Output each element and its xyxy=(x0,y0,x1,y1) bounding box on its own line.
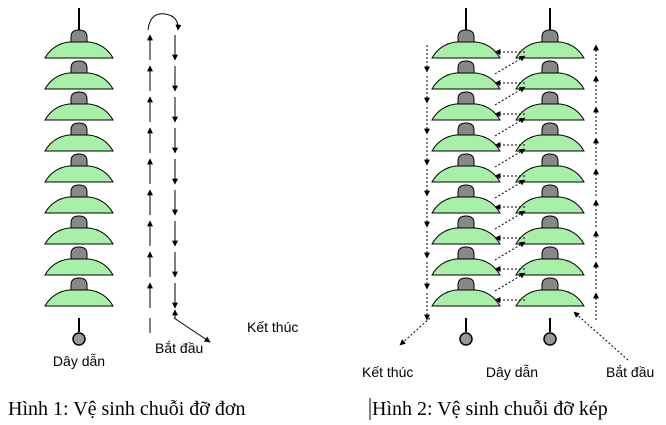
insulator-skirt xyxy=(44,41,114,59)
insulator-skirt xyxy=(515,258,585,276)
diagonal-up-arrow xyxy=(494,210,526,230)
insulator-skirt xyxy=(44,289,114,307)
insulator-disc-8 xyxy=(44,246,114,276)
insulator-skirt xyxy=(44,227,114,245)
insulator-skirt xyxy=(515,227,585,245)
insulator-disc-9 xyxy=(431,277,501,307)
insulator-skirt xyxy=(431,134,501,152)
conductor-clamp xyxy=(72,332,86,346)
insulator-disc-2 xyxy=(431,60,501,90)
insulator-disc-7 xyxy=(44,215,114,245)
figure-1-single-string: Kết thúc Bắt đầu Dây dẫn Hình 1: Vệ sinh… xyxy=(8,8,298,420)
insulator-skirt xyxy=(44,103,114,121)
insulator-skirt xyxy=(44,258,114,276)
insulator-disc-8 xyxy=(515,246,585,276)
insulator-disc-5 xyxy=(431,153,501,183)
insulator-string-left xyxy=(431,8,501,346)
insulator-skirt xyxy=(431,196,501,214)
insulator-disc-2 xyxy=(515,60,585,90)
end-pointer-arrow xyxy=(173,317,211,343)
insulator-disc-9 xyxy=(515,277,585,307)
diagonal-up-arrow xyxy=(494,86,526,106)
figure-1-end-label: Kết thúc xyxy=(247,319,298,335)
insulator-disc-3 xyxy=(44,91,114,121)
insulator-skirt xyxy=(431,289,501,307)
insulator-skirt xyxy=(515,134,585,152)
conductor-clamp xyxy=(459,332,473,346)
figure-1-cleaning-path-arrows xyxy=(147,13,211,343)
insulator-disc-6 xyxy=(44,184,114,214)
insulator-disc-6 xyxy=(431,184,501,214)
insulator-string-right xyxy=(515,8,585,346)
insulator-skirt xyxy=(515,196,585,214)
insulator-disc-5 xyxy=(44,153,114,183)
end-pointer-arrow xyxy=(399,317,431,346)
insulator-skirt xyxy=(515,72,585,90)
insulator-disc-2 xyxy=(44,60,114,90)
insulator-disc-6 xyxy=(515,184,585,214)
figure-2-double-string: Kết thúc Dây dẫn Bắt đầu Hình 2: Vệ sinh… xyxy=(362,8,654,420)
figure-2-end-label: Kết thúc xyxy=(362,364,413,380)
figure-1-insulator-string xyxy=(44,8,114,346)
insulator-skirt xyxy=(515,103,585,121)
diagonal-up-arrow xyxy=(494,179,526,199)
insulator-disc-4 xyxy=(44,122,114,152)
diagonal-up-arrow xyxy=(494,241,526,261)
insulator-disc-3 xyxy=(515,91,585,121)
insulator-disc-5 xyxy=(515,153,585,183)
diagonal-up-arrow xyxy=(494,117,526,137)
insulator-disc-1 xyxy=(431,29,501,59)
figure-2-caption: Hình 2: Vệ sinh chuỗi đỡ kép xyxy=(372,398,608,420)
insulator-disc-8 xyxy=(431,246,501,276)
insulator-skirt xyxy=(44,165,114,183)
start-pointer-arrow xyxy=(573,311,629,361)
figure-2-start-label: Bắt đầu xyxy=(606,364,654,380)
insulator-skirt xyxy=(431,258,501,276)
figure-2-cleaning-path-arrows xyxy=(399,44,629,361)
insulator-skirt xyxy=(431,41,501,59)
insulator-skirt xyxy=(431,72,501,90)
insulator-string xyxy=(44,8,114,346)
insulator-disc-7 xyxy=(515,215,585,245)
insulator-skirt xyxy=(431,103,501,121)
insulator-disc-9 xyxy=(44,277,114,307)
figure-1-start-label: Bắt đầu xyxy=(155,340,203,356)
figure-2-insulator-strings xyxy=(431,8,585,346)
diagonal-up-arrow xyxy=(494,272,526,292)
figure-2-conductor-label: Dây dẫn xyxy=(486,364,538,380)
insulator-skirt xyxy=(44,134,114,152)
insulator-skirt xyxy=(431,165,501,183)
insulator-skirt xyxy=(431,227,501,245)
insulator-skirt xyxy=(44,72,114,90)
diagonal-up-arrow xyxy=(494,55,526,75)
insulator-skirt xyxy=(515,165,585,183)
conductor-clamp xyxy=(543,332,557,346)
insulator-disc-4 xyxy=(515,122,585,152)
insulator-disc-4 xyxy=(431,122,501,152)
insulator-disc-3 xyxy=(431,91,501,121)
insulator-skirt xyxy=(515,289,585,307)
insulator-disc-1 xyxy=(515,29,585,59)
insulator-skirt xyxy=(515,41,585,59)
insulator-disc-7 xyxy=(431,215,501,245)
insulator-disc-1 xyxy=(44,29,114,59)
top-turnaround-arrow xyxy=(147,13,182,31)
figure-1-caption: Hình 1: Vệ sinh chuỗi đỡ đơn xyxy=(8,398,245,420)
insulator-skirt xyxy=(44,196,114,214)
figure-1-conductor-label: Dây dẫn xyxy=(53,353,105,369)
diagonal-up-arrow xyxy=(494,148,526,168)
